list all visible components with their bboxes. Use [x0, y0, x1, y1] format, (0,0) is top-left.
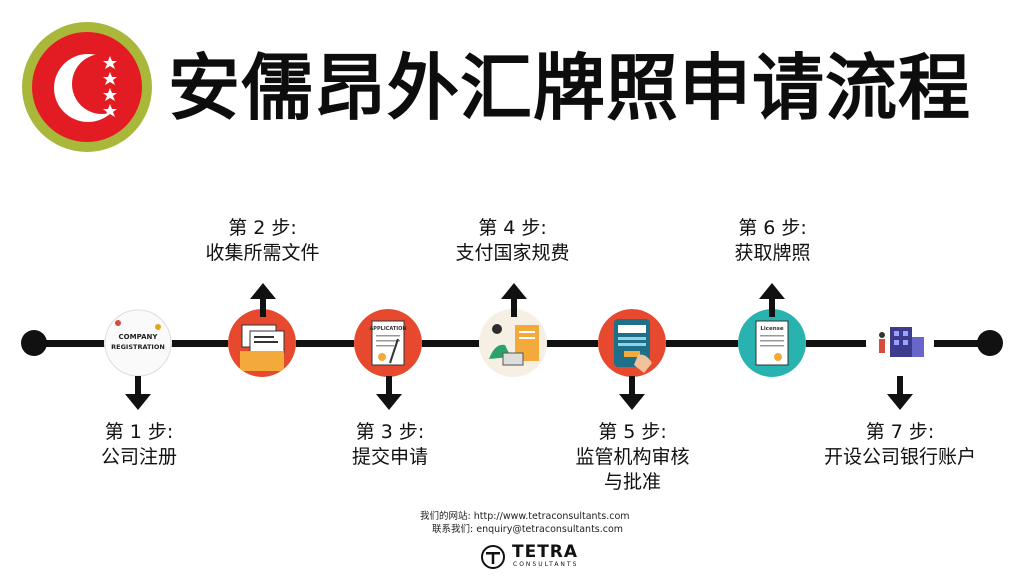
- step-6-title: 获取牌照: [734, 242, 811, 264]
- step-3-title: 提交申请: [351, 446, 428, 468]
- svg-text:REGISTRATION: REGISTRATION: [111, 343, 165, 351]
- application-form-icon: APPLICATION: [354, 309, 422, 377]
- step-5-label: 第 5 步: 监管机构审核 与批准: [560, 420, 705, 495]
- step-4-title: 支付国家规费: [455, 242, 570, 264]
- arrow-down-icon: [619, 376, 645, 410]
- svg-text:APPLICATION: APPLICATION: [369, 326, 406, 332]
- logo-subtitle: CONSULTANTS: [513, 561, 579, 568]
- arrow-up-icon: [250, 283, 276, 317]
- email-link[interactable]: enquiry@tetraconsultants.com: [476, 524, 624, 535]
- footer-website-label: 我们的网站:: [420, 511, 471, 522]
- step-4-number: 第 4 步:: [478, 217, 547, 239]
- arrow-down-icon: [376, 376, 402, 410]
- footer-website: 我们的网站: http://www.tetraconsultants.com: [420, 511, 630, 523]
- company-registration-icon: COMPANY REGISTRATION: [104, 309, 172, 377]
- step-6-number: 第 6 步:: [738, 217, 807, 239]
- tetra-logo-icon: [481, 545, 505, 569]
- step-6-label: 第 6 步: 获取牌照: [705, 216, 840, 266]
- footer-email-label: 联系我们:: [432, 524, 474, 535]
- step-1-title: 公司注册: [100, 446, 177, 468]
- step-1-label: 第 1 步: 公司注册: [74, 420, 204, 470]
- step-4-label: 第 4 步: 支付国家规费: [430, 216, 595, 266]
- tablet-approval-icon: [598, 309, 666, 377]
- flag-field: [32, 32, 142, 142]
- footer-email: 联系我们: enquiry@tetraconsultants.com: [432, 524, 623, 536]
- step-7-number: 第 7 步:: [865, 421, 935, 443]
- payment-icon: [479, 309, 547, 377]
- step-5-title: 监管机构审核: [575, 446, 690, 468]
- step-1-number: 第 1 步:: [104, 421, 174, 443]
- step-2-label: 第 2 步: 收集所需文件: [180, 216, 345, 266]
- website-link[interactable]: http://www.tetraconsultants.com: [473, 511, 630, 522]
- crescent-stars-icon: [54, 54, 132, 122]
- documents-folder-icon: [228, 309, 296, 377]
- comoros-flag-icon: [22, 22, 152, 152]
- svg-text:License: License: [760, 326, 784, 332]
- arrow-down-icon: [125, 376, 151, 410]
- step-3-number: 第 3 步:: [355, 421, 425, 443]
- step-7-label: 第 7 步: 开设公司银行账户: [805, 420, 995, 470]
- step-7-title: 开设公司银行账户: [823, 446, 976, 468]
- step-3-label: 第 3 步: 提交申请: [330, 420, 450, 470]
- step-2-title: 收集所需文件: [205, 242, 320, 264]
- step-2-number: 第 2 步:: [228, 217, 297, 239]
- license-certificate-icon: License: [738, 309, 806, 377]
- arrow-up-icon: [501, 283, 527, 317]
- arrow-up-icon: [759, 283, 785, 317]
- svg-text:COMPANY: COMPANY: [119, 333, 159, 341]
- timeline-start-dot: [21, 330, 47, 356]
- page-title: 安儒昂外汇牌照申请流程: [168, 46, 972, 130]
- tetra-logo: TETRA CONSULTANTS: [480, 542, 590, 572]
- logo-name: TETRA: [512, 542, 579, 562]
- timeline-end-dot: [977, 330, 1003, 356]
- arrow-down-icon: [887, 376, 913, 410]
- bank-account-icon: [866, 309, 934, 377]
- step-5-title-line2: 与批准: [603, 471, 661, 493]
- step-5-number: 第 5 步:: [598, 421, 667, 443]
